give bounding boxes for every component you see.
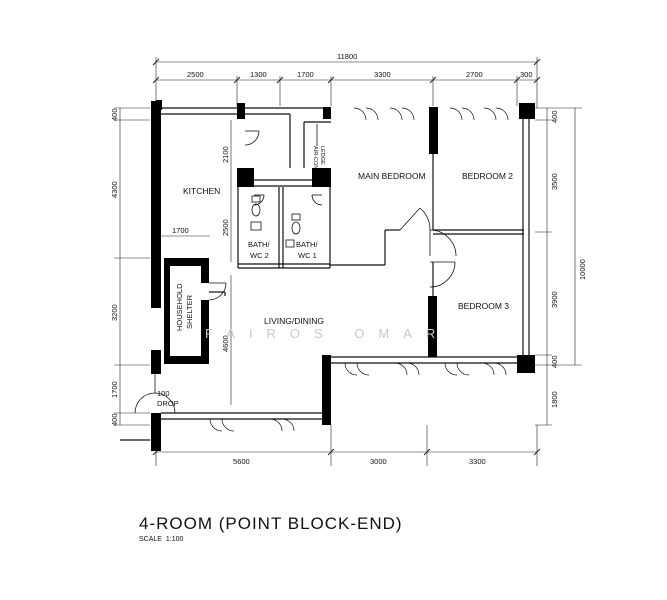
dim-right-overall: 10000 [578,259,587,280]
toilet-fixtures [250,195,301,248]
living-dining-label: LIVING/DINING [264,316,324,326]
dim-top: 2500 [187,70,204,79]
bath-wc-1-label-line2: WC 1 [298,251,317,260]
walls [151,100,535,451]
dim-bottom: 3300 [469,457,486,466]
dim-top: 2700 [466,70,483,79]
kitchen-label: KITCHEN [183,186,220,196]
bedroom-2-label: BEDROOM 2 [462,171,513,181]
dim-top: 1700 [297,70,314,79]
aircon-ledge-label: AIR-CON [312,146,318,169]
bath-wc-1-label: BATH/ [296,240,318,249]
scale-label: SCALE [139,536,162,543]
bath-wc-2-label-line2: WC 2 [250,251,269,260]
dim-right: 3900 [550,291,559,308]
main-bedroom-label: MAIN BEDROOM [358,171,426,181]
dim-left-inner: 4600 [221,335,230,352]
dim-top-overall: 11800 [337,52,357,61]
dim-top: 300 [520,70,533,79]
dim-shelter-width: 1700 [172,226,189,235]
plan-caption: 4-ROOM (POINT BLOCK-END) SCALE 1:100 [139,514,403,543]
dim-right: 1800 [550,391,559,408]
bath-wc-2-label: BATH/ [248,240,270,249]
dim-left: 400 [110,413,119,426]
window-openings [209,107,509,432]
plan-title: 4-ROOM (POINT BLOCK-END) [139,514,403,533]
dim-top: 1300 [250,70,267,79]
aircon-ledge-label-line2: LEDGE [319,146,325,165]
door-swings [134,124,457,414]
dimension-lines [114,57,582,466]
dim-left-inner: 2500 [221,219,230,236]
watermark: FAIROS OMAR [205,326,449,341]
bedroom-3-label: BEDROOM 3 [458,301,509,311]
partitions [120,107,530,441]
household-shelter-label: HOUSEHOLD [175,283,184,331]
dim-left: 1700 [110,381,119,398]
plan-scale: SCALE 1:100 [139,536,403,543]
dim-right: 400 [550,355,559,368]
dim-top: 3300 [374,70,391,79]
dim-left: 3200 [110,304,119,321]
drop-label-line2: DROP [157,399,179,408]
dim-left-inner: 2100 [221,146,230,163]
dim-right: 3500 [550,173,559,190]
dim-bottom: 3000 [370,457,387,466]
dim-left: 4300 [110,181,119,198]
drop-label: 100 [157,389,170,398]
dim-right: 400 [550,110,559,123]
dim-bottom: 5600 [233,457,250,466]
scale-value: 1:100 [165,536,184,543]
dim-left: 400 [110,108,119,121]
household-shelter-label-line2: SHELTER [185,294,194,329]
dimension-ticks [152,58,541,456]
